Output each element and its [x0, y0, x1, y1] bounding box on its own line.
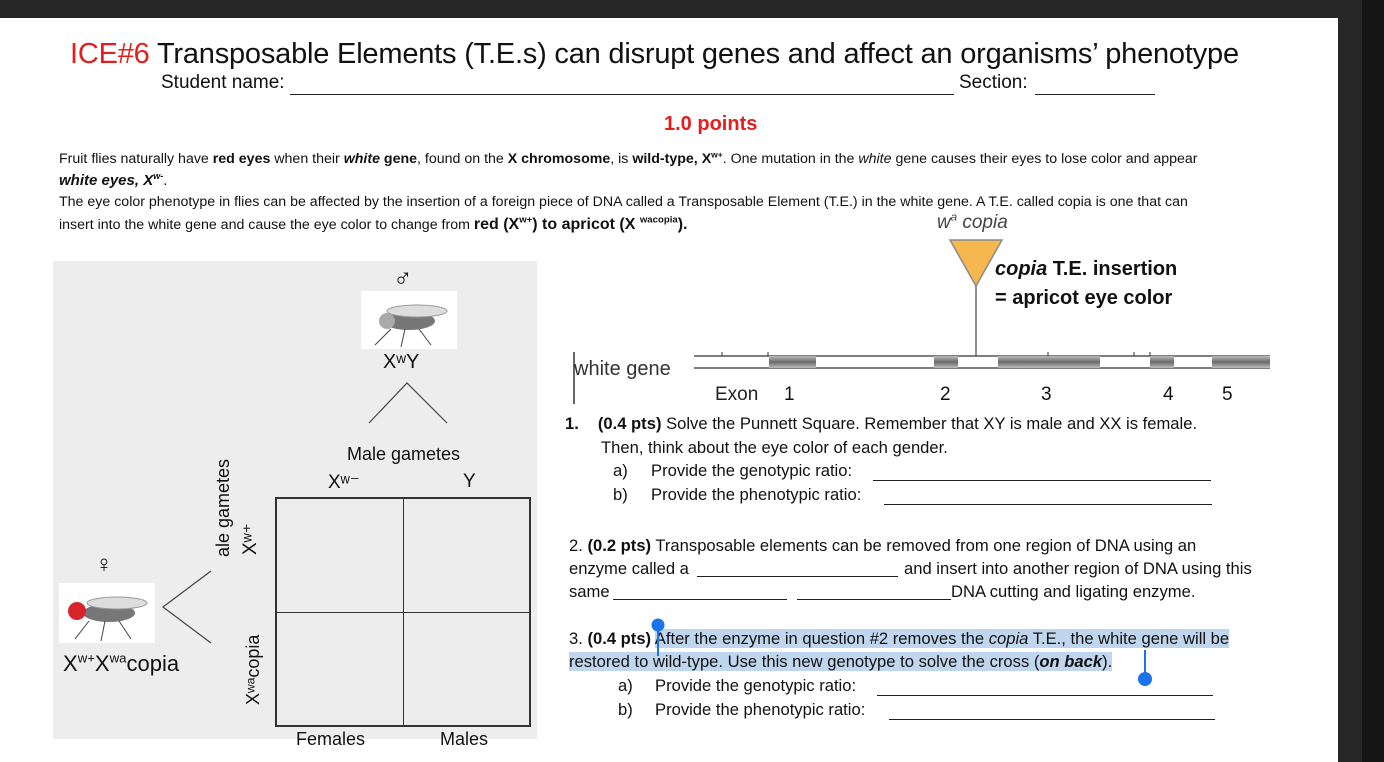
q3-line-2: restored to wild-type. Use this new geno…	[569, 652, 1113, 672]
page-title: ICE#6 Transposable Elements (T.E.s) can …	[70, 38, 1239, 71]
exon-number: 4	[1163, 384, 1174, 405]
white-gene-diagram	[573, 352, 1270, 404]
exon-label: Exon	[715, 384, 759, 405]
exon-4	[1150, 356, 1174, 368]
intro-line-2: white eyes, Xw-.	[59, 171, 168, 190]
punnett-cell[interactable]	[276, 612, 404, 726]
q1a-text: Provide the genotypic ratio:	[651, 461, 853, 480]
col-label-males: Males	[440, 729, 489, 749]
exon-2a	[934, 356, 958, 368]
selected-text[interactable]: restored to wild-type. Use this new geno…	[569, 652, 1113, 671]
te-triangle-icon	[948, 239, 1004, 288]
selection-start-handle[interactable]	[651, 618, 665, 658]
male-gamete-1: Xʷ⁻	[328, 472, 360, 493]
q1b-letter: b)	[613, 485, 628, 504]
q2-line-2b: and insert into another region of DNA us…	[904, 559, 1252, 578]
female-gamete-1: Xʷ⁺	[240, 523, 261, 555]
q3b-answer-line[interactable]	[889, 719, 1215, 720]
q3a-answer-line[interactable]	[877, 695, 1213, 696]
te-insertion-marker	[948, 239, 1004, 356]
section-line[interactable]	[1035, 94, 1155, 95]
q3b-letter: b)	[618, 700, 633, 719]
intro-line-3: The eye color phenotype in flies can be …	[59, 194, 1188, 210]
q2-blank-3[interactable]	[797, 599, 951, 600]
punnett-cell[interactable]	[276, 498, 404, 613]
selection-end-handle[interactable]	[1137, 650, 1153, 690]
insertion-label-2: = apricot eye color	[995, 287, 1173, 309]
exon-3	[998, 356, 1100, 368]
exon-number: 1	[784, 384, 795, 405]
q2-line-3b: DNA cutting and ligating enzyme.	[951, 582, 1196, 601]
q1a-answer-line[interactable]	[873, 480, 1211, 481]
q2-line-1: 2. (0.2 pts) Transposable elements can b…	[569, 536, 1197, 555]
title-code: ICE#6	[70, 38, 150, 70]
wa-copia-label: wa copia	[937, 211, 1008, 233]
punnett-square	[275, 497, 531, 727]
q3a-text: Provide the genotypic ratio:	[655, 676, 857, 695]
selected-text[interactable]: After the enzyme in question #2 removes …	[654, 629, 1230, 648]
points-label: 1.0 points	[664, 113, 758, 135]
q2-blank-2[interactable]	[613, 599, 787, 600]
window-edge	[1362, 0, 1384, 762]
q1-line-1: 1.(0.4 pts) Solve the Punnett Square. Re…	[565, 414, 1198, 433]
q2-line-3a: same	[569, 582, 610, 601]
punnett-cell[interactable]	[403, 498, 530, 613]
male-genotype: XʷY	[383, 351, 420, 373]
female-arrows	[162, 570, 212, 644]
female-fly-icon	[59, 583, 155, 643]
exon-number: 2	[940, 384, 951, 405]
male-symbol-icon: ♂	[393, 263, 413, 293]
col-label-females: Females	[296, 729, 366, 749]
intro-line-4: insert into the white gene and cause the…	[59, 214, 688, 233]
female-gametes-label: ale gametes	[213, 458, 233, 557]
white-gene-label: white gene	[574, 358, 671, 380]
student-name-label: Student name:	[161, 72, 285, 93]
exon-1	[769, 356, 816, 368]
q1a-letter: a)	[613, 461, 628, 480]
q3-line-1: 3. (0.4 pts) After the enzyme in questio…	[569, 629, 1230, 648]
male-fly-icon	[361, 291, 457, 349]
female-gamete-2: Xʷᵃcopia	[243, 634, 263, 705]
female-genotype: Xw+Xwacopia	[63, 650, 180, 676]
female-symbol-icon: ♀	[95, 551, 113, 578]
male-gamete-2: Y	[463, 471, 476, 492]
q1-line-2: Then, think about the eye color of each …	[601, 438, 948, 457]
male-arrows	[368, 382, 448, 424]
exon-5	[1212, 356, 1270, 368]
section-label: Section:	[959, 72, 1028, 93]
q2-line-2a: enzyme called a	[569, 559, 689, 578]
q1b-text: Provide the phenotypic ratio:	[651, 485, 862, 504]
student-name-line[interactable]	[290, 94, 954, 95]
q3b-text: Provide the phenotypic ratio:	[655, 700, 866, 719]
exon-number: 3	[1041, 384, 1052, 405]
insertion-label-1: copia T.E. insertion	[995, 258, 1178, 280]
male-gametes-label: Male gametes	[347, 444, 461, 464]
document-page: ICE#6 Transposable Elements (T.E.s) can …	[0, 18, 1338, 762]
q2-blank-1[interactable]	[697, 576, 898, 577]
title-text: Transposable Elements (T.E.s) can disrup…	[156, 38, 1239, 70]
punnett-cell[interactable]	[403, 612, 530, 726]
q1b-answer-line[interactable]	[884, 504, 1212, 505]
exon-number: 5	[1222, 384, 1233, 405]
intro-line-1: Fruit flies naturally have red eyes when…	[59, 149, 1198, 167]
q3a-letter: a)	[618, 676, 633, 695]
punnett-figure: ♂ XʷY Male gametes Xʷ⁻ Y Females Males a…	[53, 261, 537, 749]
